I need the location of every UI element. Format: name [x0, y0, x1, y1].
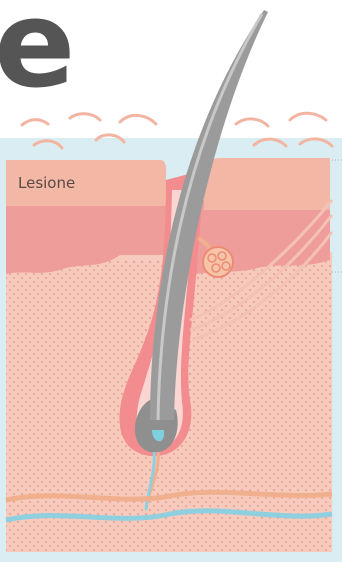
layer-label: Lesione: [18, 174, 75, 192]
surface-layer-right: [204, 158, 330, 210]
heading-fragment: e: [0, 0, 75, 106]
